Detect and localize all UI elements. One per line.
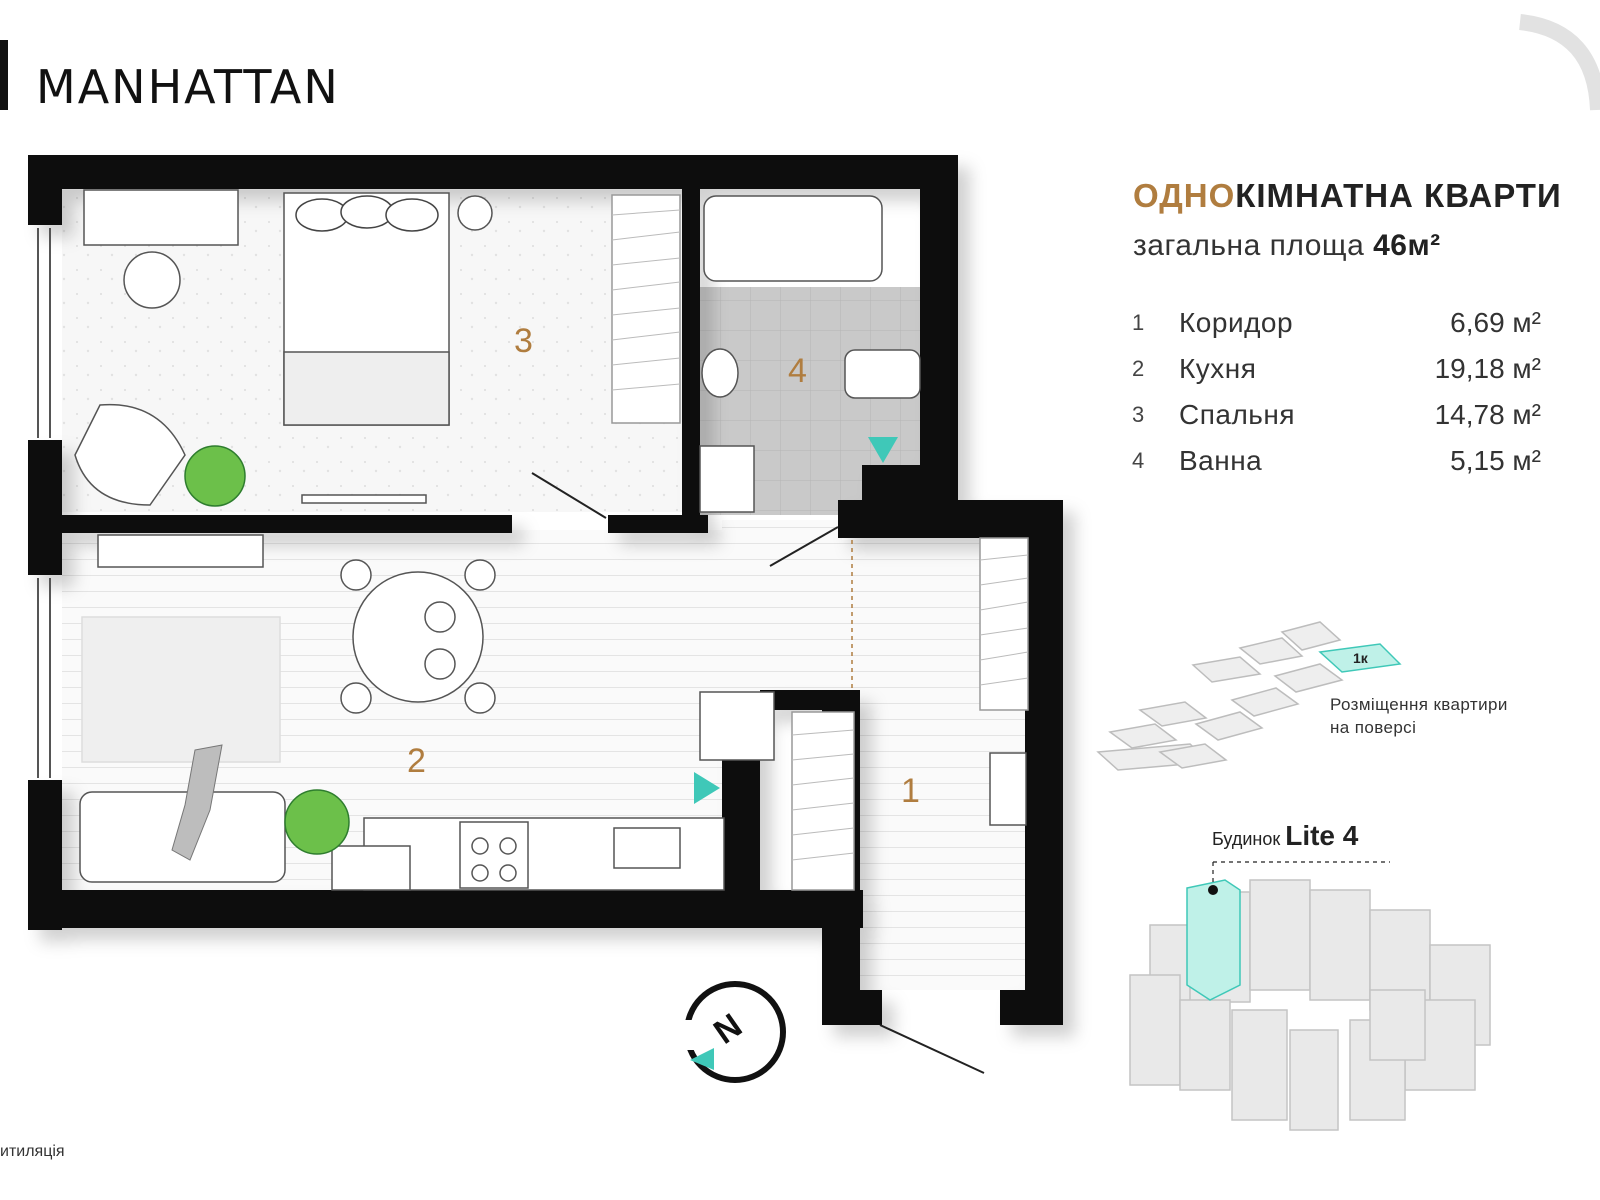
wardrobe-lines bbox=[611, 209, 1029, 861]
plant-icons bbox=[184, 445, 350, 855]
dining-chairs bbox=[340, 559, 496, 714]
plan-label-corridor: 1 bbox=[901, 772, 920, 810]
room-area: 19,18 м² bbox=[1434, 353, 1541, 384]
fridge bbox=[699, 691, 775, 761]
room-number: 4 bbox=[1132, 448, 1145, 473]
doors bbox=[531, 472, 985, 1074]
armchair bbox=[74, 403, 186, 506]
plan-label-kitchen: 2 bbox=[407, 742, 426, 780]
desk bbox=[83, 189, 239, 246]
title-accent: ОДНО bbox=[1133, 177, 1236, 214]
bed-blanket bbox=[283, 351, 450, 426]
building-block bbox=[1129, 879, 1491, 1131]
footer-note: итиляція bbox=[0, 1143, 65, 1160]
tv-bedroom bbox=[301, 494, 427, 504]
tv-stand bbox=[97, 534, 264, 568]
pillows bbox=[295, 195, 439, 232]
bathtub bbox=[703, 195, 883, 282]
kitchen-sink bbox=[613, 827, 681, 869]
title-rest: КІМНАТНА КВАРТИ bbox=[1235, 177, 1562, 214]
person-figure bbox=[171, 744, 223, 861]
room-number: 3 bbox=[1132, 402, 1145, 427]
hall-floor bbox=[722, 520, 842, 700]
washing-machine bbox=[699, 445, 755, 513]
burners bbox=[471, 837, 517, 882]
room-list: 1 Коридор 6,69 м² 2 Кухня 19,18 м² 3 Спа… bbox=[1126, 300, 1541, 484]
walls bbox=[28, 155, 1063, 1025]
unit-highlight bbox=[1318, 643, 1402, 673]
desk-chair bbox=[123, 251, 181, 309]
unit-tag: 1к bbox=[1353, 650, 1368, 666]
building-highlight bbox=[1186, 879, 1241, 1001]
bath-sink bbox=[701, 348, 739, 398]
total-area-label: загальна площа bbox=[1133, 229, 1365, 262]
building-label: Будинок Lite 4 bbox=[1212, 820, 1358, 852]
building-name: Lite 4 bbox=[1285, 820, 1359, 851]
room-name: Кухня bbox=[1179, 353, 1257, 384]
plan-label-bedroom: 3 bbox=[514, 322, 533, 360]
floor-location-label: Розміщення квартири на поверсі bbox=[1330, 693, 1508, 739]
room-number: 1 bbox=[1132, 310, 1145, 335]
apartment-title: ОДНОКІМНАТНА КВАРТИ bbox=[1133, 177, 1562, 215]
vent-marker-bath bbox=[868, 437, 898, 463]
room-area: 14,78 м² bbox=[1434, 399, 1541, 430]
room-name: Ванна bbox=[1179, 445, 1263, 476]
room-area: 6,69 м² bbox=[1450, 307, 1541, 338]
room-name: Коридор bbox=[1179, 307, 1294, 338]
coat-rack bbox=[989, 752, 1027, 826]
plates bbox=[424, 601, 456, 680]
floor-location-line1: Розміщення квартири bbox=[1330, 695, 1508, 714]
compass-icon bbox=[680, 981, 786, 1083]
floor-location-map bbox=[1096, 621, 1344, 771]
total-area-value: 46м² bbox=[1373, 229, 1441, 262]
dining-table bbox=[352, 571, 484, 703]
room-row: 3 Спальня 14,78 м² bbox=[1126, 392, 1541, 438]
counter-side bbox=[331, 845, 411, 891]
room-row: 2 Кухня 19,18 м² bbox=[1126, 346, 1541, 392]
brand-logo: MANHATTAN bbox=[36, 60, 340, 114]
room-row: 1 Коридор 6,69 м² bbox=[1126, 300, 1541, 346]
floor-location-line2: на поверсі bbox=[1330, 718, 1417, 737]
toilet bbox=[844, 349, 921, 399]
vent-marker-kitchen bbox=[694, 772, 720, 804]
rug bbox=[81, 616, 281, 763]
room-number: 2 bbox=[1132, 356, 1145, 381]
nightstand-lamp bbox=[457, 195, 493, 231]
windows bbox=[37, 228, 51, 778]
cooktop bbox=[459, 821, 529, 889]
total-area: загальна площа 46м² bbox=[1133, 229, 1441, 263]
room-name: Спальня bbox=[1179, 399, 1296, 430]
building-prefix: Будинок bbox=[1212, 829, 1281, 849]
building-pin bbox=[1208, 885, 1218, 895]
logo-mark bbox=[0, 40, 8, 110]
room-row: 4 Ванна 5,15 м² bbox=[1126, 438, 1541, 484]
decor-arc bbox=[1518, 14, 1600, 111]
plan-label-bath: 4 bbox=[788, 352, 807, 390]
room-area: 5,15 м² bbox=[1450, 445, 1541, 476]
